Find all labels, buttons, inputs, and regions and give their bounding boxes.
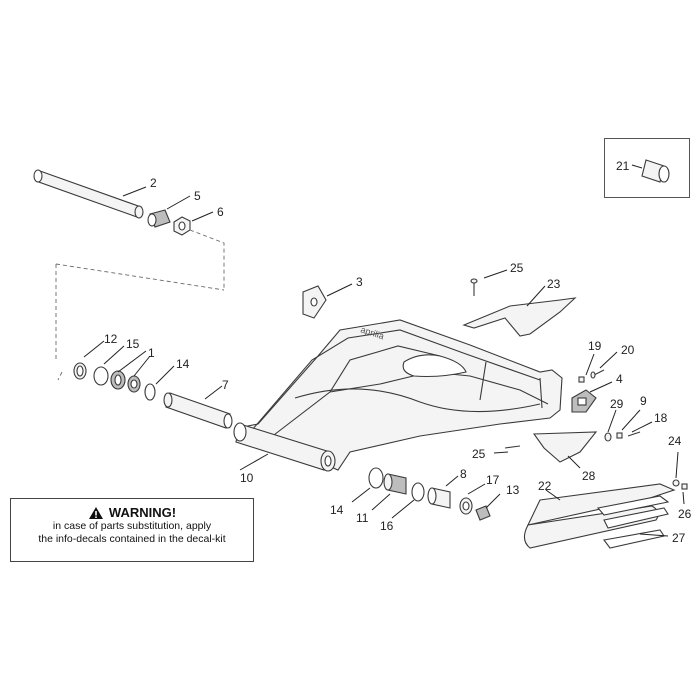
callout-21: 21 [616,159,630,173]
callout-27: 27 [672,531,686,545]
callout-13: 13 [506,483,520,497]
callout-28: 28 [582,469,596,483]
callout-25-mid: 25 [472,447,486,461]
chain-adjuster-block [571,389,597,413]
warning-title-text: WARNING! [108,505,177,520]
callout-20: 20 [621,343,635,357]
callout-11: 11 [356,511,369,525]
warning-triangle-icon [88,506,103,519]
leader-lines [83,164,685,537]
callout-17: 17 [486,473,500,487]
callout-2: 2 [150,176,157,190]
inset-plug [641,159,670,183]
shaft-nut [173,216,191,236]
warning-heading: WARNING! [11,505,253,520]
callout-14-right: 14 [330,503,344,517]
small-fasteners [672,479,688,490]
warning-line-1: in case of parts substitution, apply [52,520,212,532]
callout-3: 3 [356,275,363,289]
callout-23: 23 [547,277,561,291]
left-bearing-set [73,362,156,401]
callout-14-left: 14 [176,357,190,371]
adjuster-bush [147,209,171,228]
callout-5: 5 [194,189,201,203]
callout-labels: 2 5 6 3 25 23 12 15 1 14 7 10 19 20 4 29… [104,159,692,545]
warning-box: WARNING! in case of parts substitution, … [10,498,254,562]
callout-22: 22 [538,479,552,493]
spacer-tube [163,392,233,429]
callout-16: 16 [380,519,394,533]
chain-slider-bracket [504,431,598,463]
callout-18: 18 [654,411,668,425]
chain-guide-plate [302,285,327,319]
callout-7: 7 [222,378,229,392]
callout-15: 15 [126,337,140,351]
swingarm-body: aprilia [233,319,563,472]
right-bearing-set [368,467,491,521]
adjuster-screw-parts [578,369,605,383]
warning-line-2: the info-decals contained in the decal-k… [38,533,226,545]
callout-24: 24 [668,434,682,448]
callout-6: 6 [217,205,224,219]
callout-19: 19 [588,339,602,353]
pivot-shaft [33,169,144,219]
chain-slider [523,483,676,549]
adjuster-small-parts [604,431,641,442]
callout-4: 4 [616,372,623,386]
callout-29: 29 [610,397,624,411]
callout-25-top: 25 [510,261,524,275]
inset-frame [604,138,690,198]
callout-8: 8 [460,467,467,481]
chain-guard-upper [462,278,577,337]
callout-10: 10 [240,471,254,485]
callout-9: 9 [640,394,647,408]
callout-12: 12 [104,332,118,346]
callout-1: 1 [148,346,155,360]
callout-26: 26 [678,507,692,521]
